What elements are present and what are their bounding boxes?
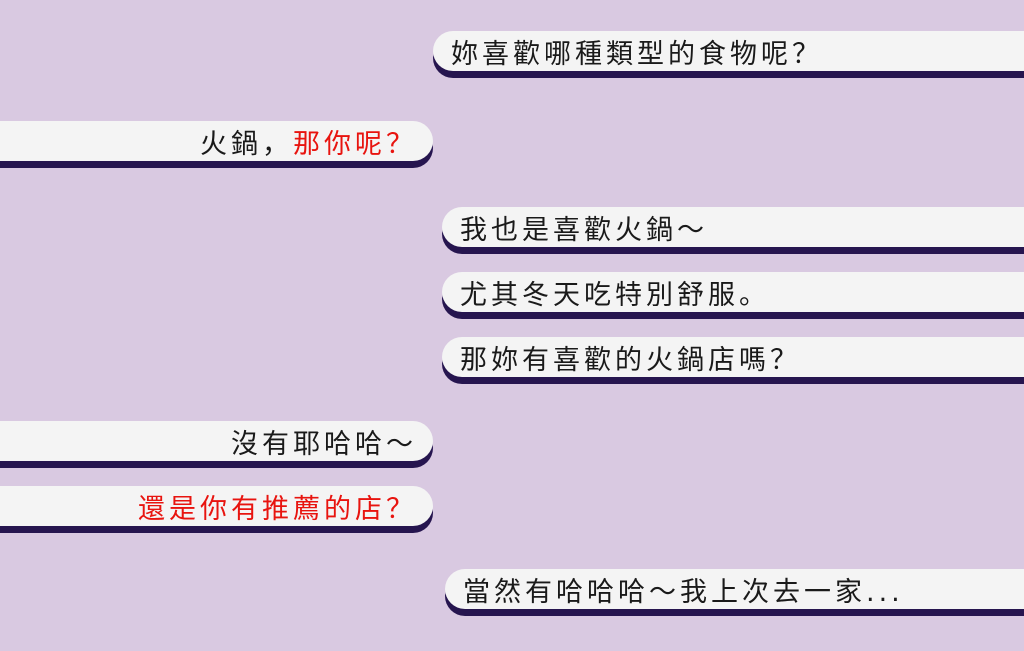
message-text-highlight: 還是你有推薦的店？ <box>138 493 417 525</box>
message-text: 當然有哈哈哈～我上次去一家... <box>463 576 904 608</box>
message-text: 火鍋， <box>200 128 293 160</box>
message-bubble-outgoing: 沒有耶哈哈～ <box>0 421 433 461</box>
message-bubble-incoming: 那妳有喜歡的火鍋店嗎？ <box>442 337 1024 377</box>
message-text-highlight: 那你呢？ <box>293 128 417 160</box>
message-text: 沒有耶哈哈～ <box>231 428 417 460</box>
message-text: 尤其冬天吃特別舒服。 <box>460 279 770 311</box>
message-bubble-incoming: 當然有哈哈哈～我上次去一家... <box>445 569 1024 609</box>
message-bubble-outgoing: 火鍋，那你呢？ <box>0 121 433 161</box>
message-bubble-incoming: 妳喜歡哪種類型的食物呢？ <box>433 31 1024 71</box>
message-bubble-outgoing: 還是你有推薦的店？ <box>0 486 433 526</box>
message-bubble-incoming: 我也是喜歡火鍋～ <box>442 207 1024 247</box>
message-text: 我也是喜歡火鍋～ <box>460 214 708 246</box>
message-bubble-incoming: 尤其冬天吃特別舒服。 <box>442 272 1024 312</box>
message-text: 那妳有喜歡的火鍋店嗎？ <box>460 344 801 376</box>
message-text: 妳喜歡哪種類型的食物呢？ <box>451 38 823 70</box>
